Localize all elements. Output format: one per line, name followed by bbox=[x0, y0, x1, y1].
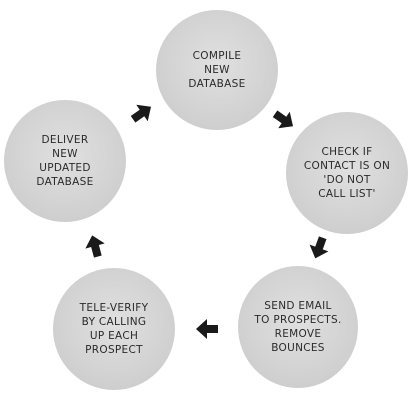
arrow-deliver-to-compile-icon bbox=[127, 98, 156, 127]
arrow-tele-to-deliver-icon bbox=[82, 233, 107, 259]
arrow-check-to-send-icon bbox=[306, 234, 332, 262]
arrow-send-to-tele-icon bbox=[196, 319, 218, 339]
arrow-compile-to-check-icon bbox=[269, 105, 298, 134]
